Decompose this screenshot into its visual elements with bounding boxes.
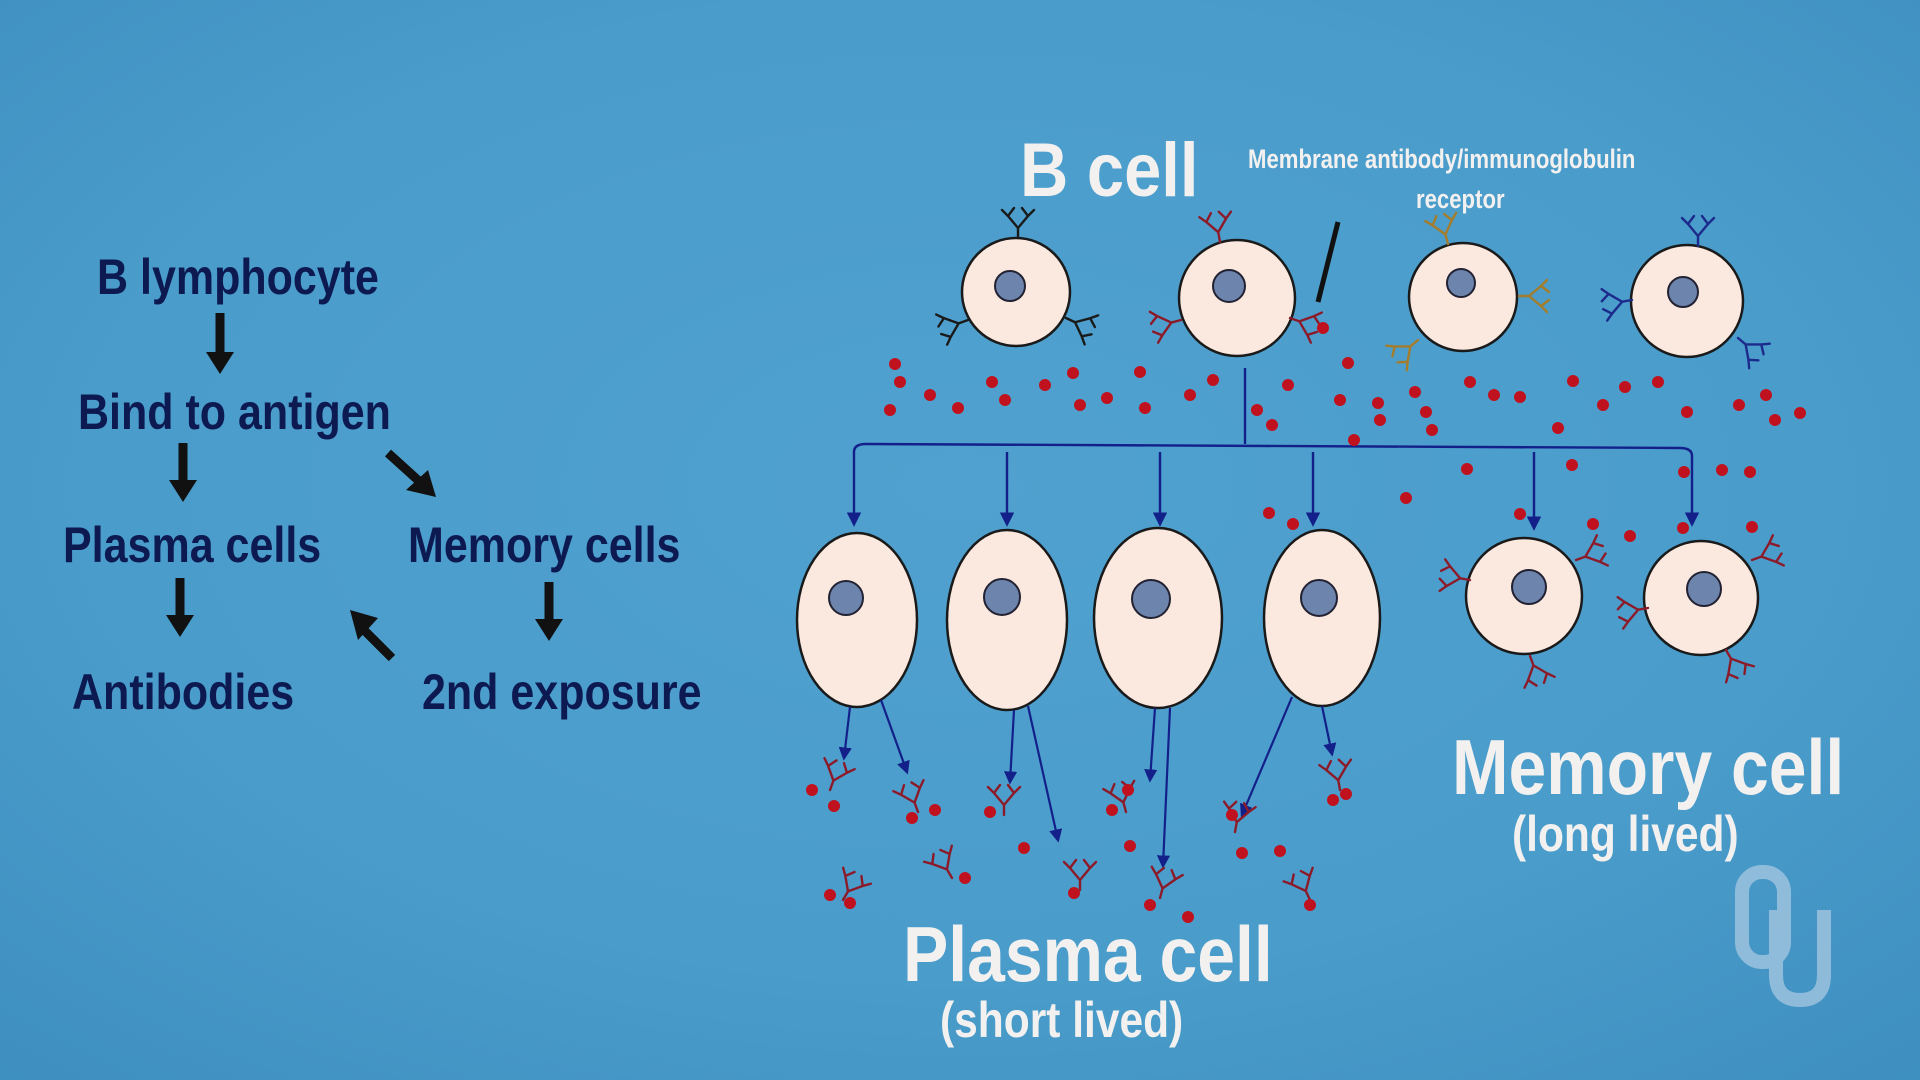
plasma-cell-subtitle: (short lived): [940, 992, 1184, 1048]
antigen-particles: [806, 322, 1806, 923]
b-cell-2: [1177, 238, 1297, 358]
nucleus: [1131, 579, 1171, 619]
flow-arrows: [166, 313, 563, 662]
plasma-cell-4: [1262, 528, 1382, 708]
nucleus: [1300, 579, 1338, 617]
nucleus: [994, 270, 1026, 302]
flow-memory-cells: Memory cells: [408, 517, 681, 573]
arrow-down-3: [166, 578, 194, 637]
flow-antibodies: Antibodies: [72, 664, 295, 720]
b-cell-4: [1629, 243, 1745, 359]
nucleus: [983, 578, 1021, 616]
flow-plasma-cells: Plasma cells: [63, 517, 322, 573]
arrow-down-2: [169, 443, 197, 502]
plasma-cell-2: [945, 528, 1069, 712]
memory-cell-title: Memory cell: [1452, 723, 1845, 811]
memory-cell-1: [1464, 536, 1584, 656]
flow-bind-to-antigen: Bind to antigen: [78, 384, 391, 440]
plasma-cell-3: [1092, 526, 1224, 710]
memory-cell-subtitle: (long lived): [1512, 806, 1739, 862]
nucleus: [1511, 569, 1547, 605]
plasma-cells: [795, 526, 1382, 712]
secretion-arrows: [838, 696, 1337, 869]
receptor-label-line2: receptor: [1416, 184, 1505, 214]
nucleus: [1212, 269, 1246, 303]
secreted-antibodies: [813, 755, 1357, 910]
arrow-diag-2: [350, 610, 396, 662]
b-cell-title: B cell: [1020, 128, 1199, 213]
flow-b-lymphocyte: B lymphocyte: [97, 249, 379, 305]
b-cell-1: [960, 236, 1072, 348]
nucleus: [828, 580, 864, 616]
flow-2nd-exposure: 2nd exposure: [422, 664, 702, 720]
nucleus: [1667, 276, 1699, 308]
nucleus: [1446, 268, 1476, 298]
b-cell-3: [1407, 241, 1519, 353]
memory-cell-2: [1642, 539, 1760, 657]
plasma-cell-1: [795, 531, 919, 709]
arrow-down-1: [206, 313, 234, 374]
memory-cells: [1436, 533, 1787, 691]
b-cells: [960, 236, 1745, 359]
ou-watermark-logo: [1735, 865, 1831, 1008]
receptor-pointer-line: [1315, 221, 1341, 303]
plasma-cell-title: Plasma cell: [903, 910, 1273, 998]
arrow-diag-1: [384, 449, 436, 497]
nucleus: [1686, 571, 1722, 607]
receptor-label-line1: Membrane antibody/immunoglobulin: [1248, 144, 1636, 174]
arrow-down-4: [535, 582, 563, 641]
differentiation-arrows: [846, 368, 1700, 531]
